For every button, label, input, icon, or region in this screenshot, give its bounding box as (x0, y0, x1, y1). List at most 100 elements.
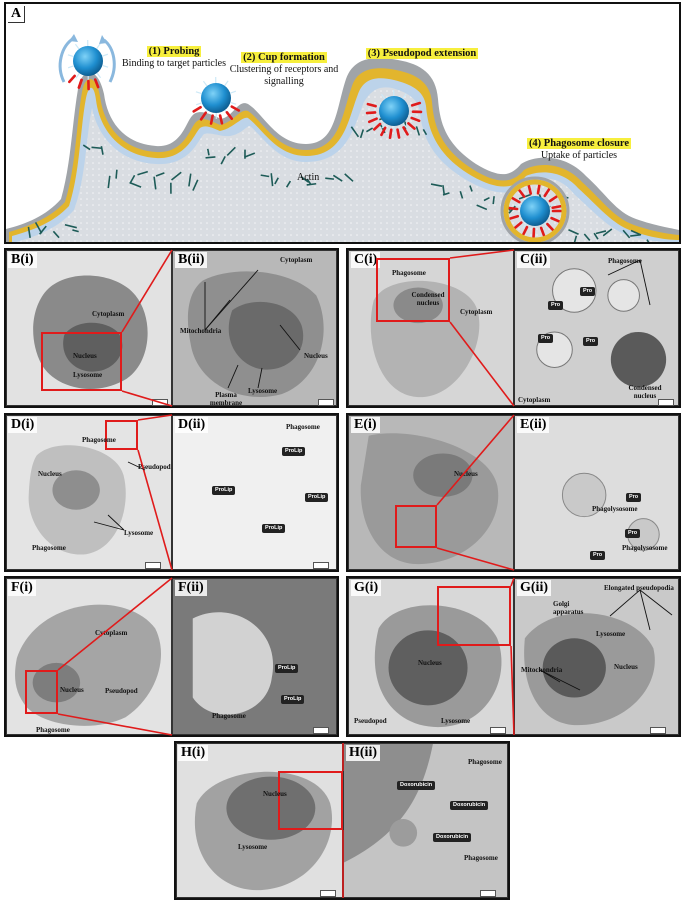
b1-nucleus: Nucleus (73, 352, 97, 360)
receptor (209, 114, 214, 125)
e2-phagolysosome-2: Phagolysosome (622, 544, 668, 552)
receptor (225, 111, 234, 120)
e2-tag-pro-3: Pro (590, 551, 606, 560)
d2-tag-prolip-1: ProLip (282, 447, 306, 456)
particle-spike (230, 90, 237, 94)
receptor (507, 206, 519, 211)
actin-filament (274, 177, 279, 185)
receptor (551, 204, 562, 210)
scale-bar (650, 727, 666, 734)
actin-label: Actin (297, 172, 320, 183)
scale-bar (313, 562, 329, 569)
actin-filament (568, 228, 579, 235)
b2-plasma-membrane: Plasma membrane (209, 391, 243, 407)
panel-g-ii-micrograph (514, 578, 679, 735)
e2-phagolysosome-1: Phagolysosome (592, 505, 638, 513)
c1-cytoplasm: Cytoplasm (460, 308, 493, 316)
f1-cytoplasm: Cytoplasm (95, 629, 128, 637)
panel-c-ii-label: C(ii) (517, 252, 551, 268)
h1-nucleus: Nucleus (263, 790, 287, 798)
actin-filament (52, 230, 60, 239)
receptor (230, 105, 241, 112)
c2-cytoplasm: Cytoplasm (518, 396, 551, 404)
phagocytosis-illustration (6, 34, 679, 242)
receptor (365, 111, 377, 115)
panel-d-i-label: D(i) (8, 417, 38, 433)
particle-spike (514, 204, 521, 208)
panel-h-i-label: H(i) (178, 745, 209, 761)
receptor (550, 216, 561, 223)
panel-c-i-label: C(i) (351, 252, 381, 268)
h1-lysosome: Lysosome (238, 843, 268, 851)
panel-a-letter: A (8, 6, 26, 23)
step-probing-title: (1) Probing (146, 46, 202, 57)
panel-d-zoom-box (105, 420, 138, 450)
c2-phagosome: Phagosome (608, 257, 642, 265)
receptor (536, 184, 541, 195)
panel-g-ii-label: G(ii) (517, 580, 551, 596)
actin-filament (359, 129, 365, 139)
receptor (396, 128, 401, 139)
step-cup-title: (2) Cup formation (241, 52, 327, 63)
actin-filament (226, 146, 236, 156)
particle-spike (522, 222, 527, 229)
c2-tag-pro-2: Pro (548, 301, 564, 310)
panel-g-i-micrograph (348, 578, 514, 735)
actin-filament (220, 156, 226, 165)
receptor (508, 214, 520, 220)
particle-spike (230, 101, 237, 105)
particle-spike (373, 115, 380, 119)
actin-filament (646, 239, 650, 242)
actin-filament (573, 235, 578, 242)
panel-e-ii-micrograph (514, 415, 679, 570)
particle-spike (74, 43, 80, 50)
step-pseudopod-title: (3) Pseudopod extension (365, 48, 479, 59)
c1-condensed-nucleus: Condensed nucleus (411, 291, 445, 307)
b2-mitochondria: Mitochondria (180, 327, 222, 335)
panel-b-ii-label: B(ii) (175, 252, 208, 268)
panel-e-i-label: E(i) (351, 417, 380, 433)
g1-nucleus: Nucleus (418, 659, 442, 667)
actin-filament (285, 180, 292, 188)
panel-d-ii-label: D(ii) (175, 417, 209, 433)
particle-spike (102, 53, 109, 57)
particle-spike (75, 72, 80, 79)
d1-phagosome-top: Phagosome (82, 436, 116, 444)
receptor (527, 184, 533, 195)
panel-f-ii-label: F(ii) (175, 580, 207, 596)
d1-nucleus: Nucleus (38, 470, 62, 478)
panel-b-ii-micrograph (172, 250, 337, 406)
panel-c-ii-micrograph (514, 250, 679, 406)
scale-bar (658, 399, 674, 406)
f2-tag-prolip-2: ProLip (281, 695, 305, 704)
h2-tag-doxorubicin-1: Doxorubicin (397, 781, 436, 790)
panel-h-ii-label: H(ii) (346, 745, 380, 761)
particle-spike (96, 72, 102, 79)
panel-a-phagocytosis-diagram: A (1) Probing Binding to target particle… (4, 2, 681, 244)
receptor (407, 122, 416, 130)
g2-lysosome: Lysosome (596, 630, 626, 638)
receptor (410, 101, 422, 107)
receptor (388, 128, 393, 140)
actin-filament (27, 226, 31, 239)
receptor (366, 102, 377, 108)
actin-filament (170, 171, 182, 181)
d1-phagosome-bottom: Phagosome (32, 544, 66, 552)
particle-spike (408, 114, 415, 118)
particle-spike (96, 43, 101, 50)
h2-phagosome-top: Phagosome (468, 758, 502, 766)
actin-filament (430, 183, 443, 187)
f2-tag-prolip-1: ProLip (275, 664, 299, 673)
actin-filament (325, 177, 335, 180)
panel-f-zoom-box (25, 670, 58, 714)
actin-filament (469, 185, 473, 192)
actin-filament (64, 223, 77, 229)
panel-f-ii-micrograph (172, 578, 337, 735)
f1-phagosome: Phagosome (36, 726, 70, 734)
actin-filament (442, 192, 450, 196)
receptor (543, 187, 551, 198)
particle-spike (224, 80, 229, 87)
step-probing: (1) Probing Binding to target particles (120, 46, 228, 70)
c2-tag-pro-3: Pro (538, 334, 554, 343)
scale-bar (318, 399, 334, 406)
